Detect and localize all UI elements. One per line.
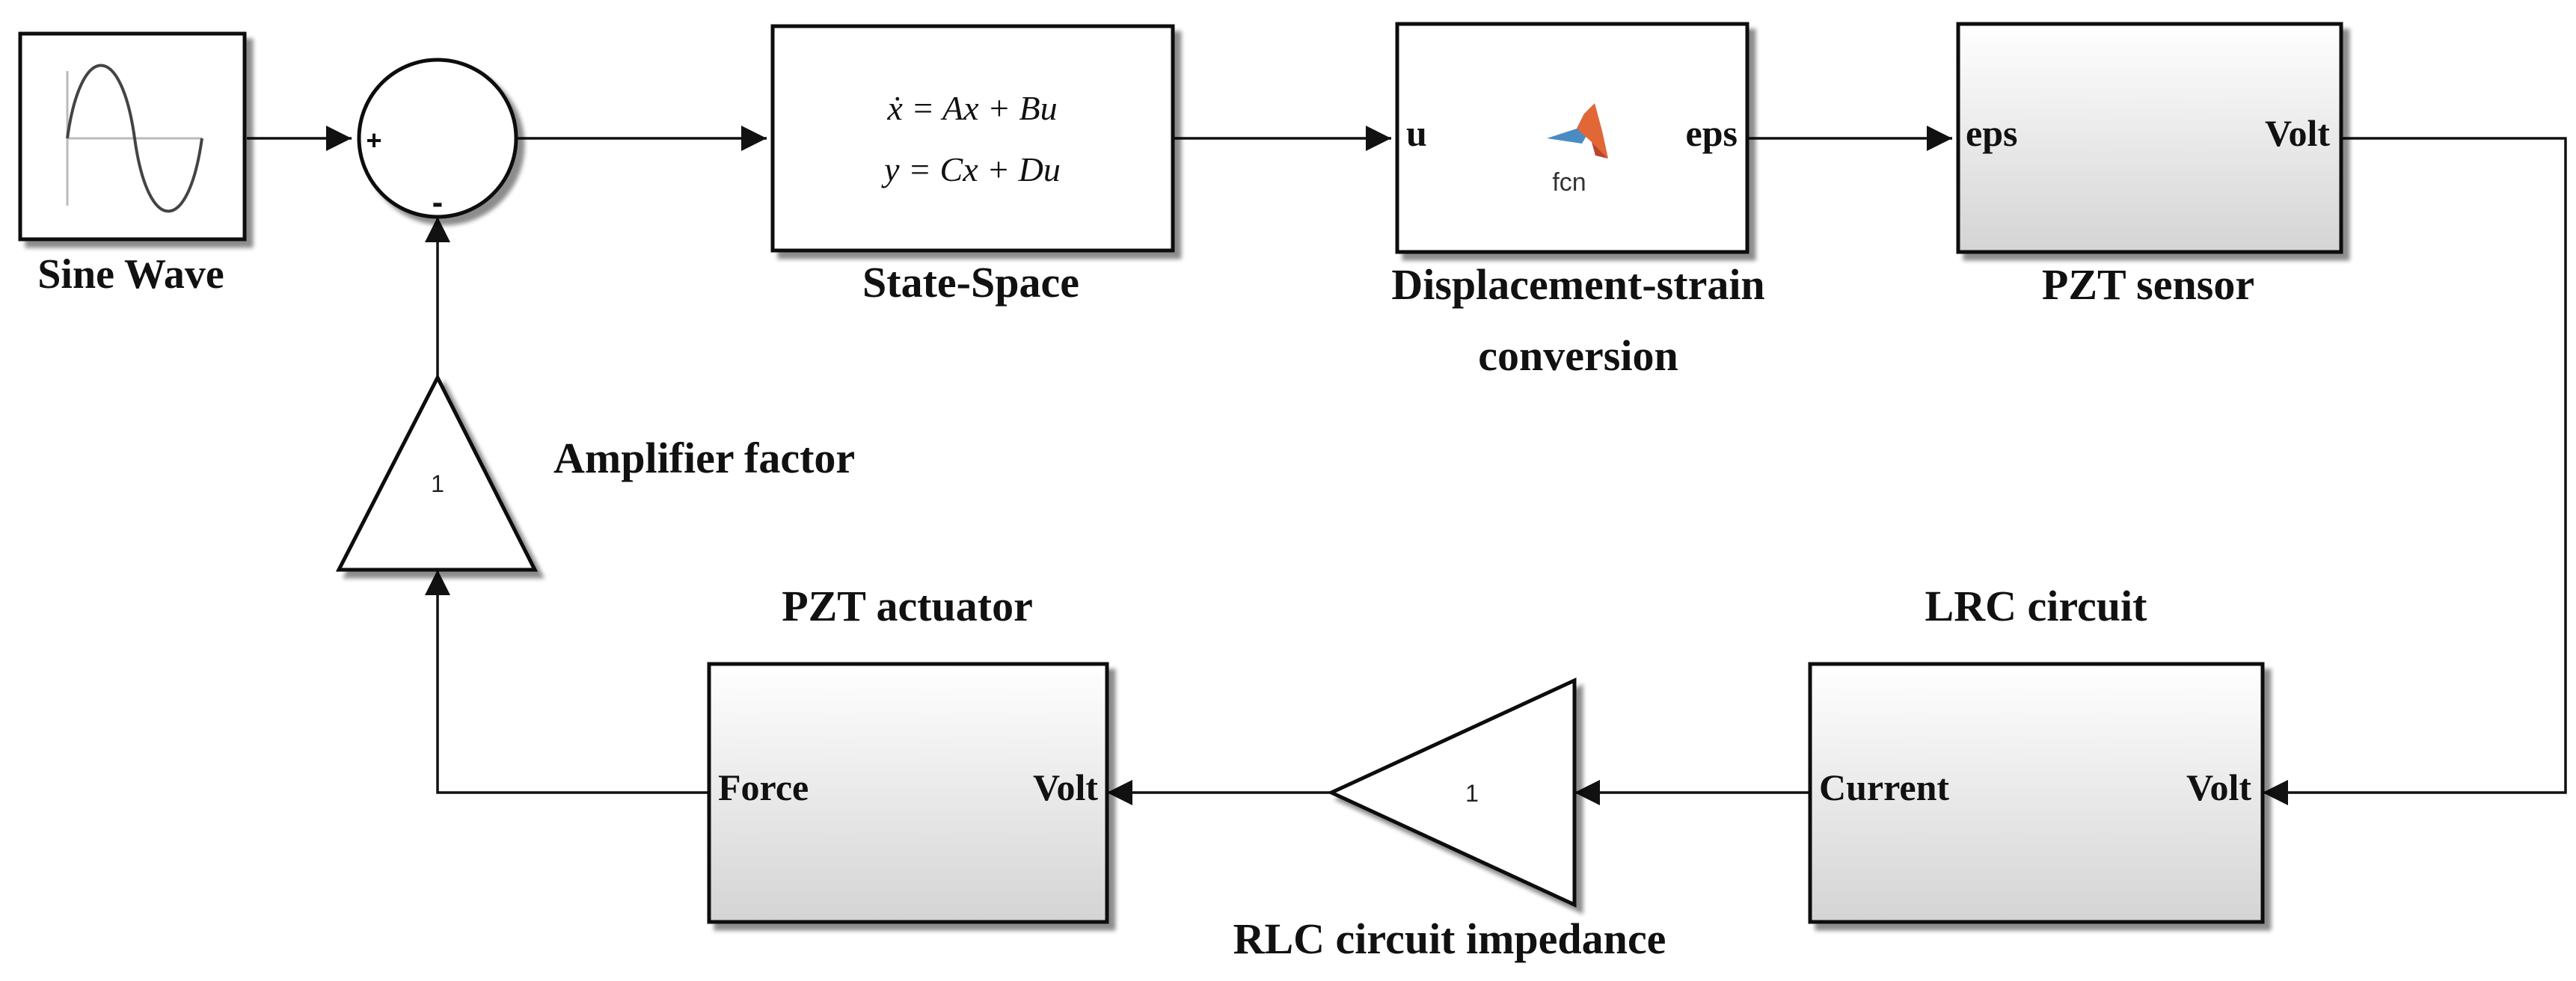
pzt-actuator-label: PZT actuator [782, 582, 1033, 630]
state-equation: ẋ = Ax + Bu [886, 89, 1057, 127]
sine-wave-icon [66, 64, 203, 213]
lrc-circuit-in-port: Volt [2186, 766, 2251, 808]
pzt-sensor-in-port: eps [1966, 112, 2017, 154]
matlab-icon [1547, 103, 1608, 159]
fcn-out-port: eps [1686, 112, 1738, 154]
displacement-strain-label-line2: conversion [1478, 331, 1678, 380]
pzt-actuator-in-port: Volt [1033, 766, 1098, 808]
state-space-block[interactable]: ẋ = Ax + Bu y = Cx + Du [770, 24, 1175, 253]
wire-actuator-to-amplifier [425, 570, 709, 794]
rlc-impedance-label: RLC circuit impedance [1233, 914, 1666, 963]
pzt-sensor-out-port: Volt [2265, 112, 2330, 154]
sum-minus-sign: - [432, 184, 444, 221]
rlc-impedance-gain-block[interactable]: 1 [1327, 677, 1577, 908]
fcn-label: fcn [1552, 168, 1586, 197]
pzt-sensor-label: PZT sensor [2042, 260, 2254, 309]
output-equation: y = Cx + Du [881, 150, 1061, 188]
wire-sensor-to-lrc [2263, 137, 2567, 805]
rlc-impedance-gain-value: 1 [1465, 780, 1479, 807]
lrc-circuit-out-port: Current [1819, 766, 1949, 808]
lrc-circuit-label: LRC circuit [1925, 582, 2148, 630]
fcn-in-port: u [1406, 112, 1427, 154]
pzt-actuator-block[interactable]: Force Volt [707, 662, 1109, 924]
amplifier-gain-value: 1 [431, 470, 444, 497]
sum-block[interactable]: + - [357, 58, 518, 221]
pzt-sensor-block[interactable]: eps Volt [1956, 22, 2343, 254]
displacement-strain-block[interactable]: u eps fcn [1395, 22, 1749, 254]
state-space-label: State-Space [862, 258, 1079, 307]
amplifier-label: Amplifier factor [553, 434, 855, 482]
lrc-circuit-block[interactable]: Current Volt [1808, 662, 2265, 924]
sine-wave-block[interactable] [18, 31, 247, 242]
sum-plus-sign: + [366, 125, 381, 156]
amplifier-gain-block[interactable]: 1 [335, 373, 539, 572]
sine-wave-label: Sine Wave [37, 251, 224, 298]
displacement-strain-label-line1: Displacement-strain [1391, 260, 1764, 309]
pzt-actuator-out-port: Force [718, 766, 809, 808]
